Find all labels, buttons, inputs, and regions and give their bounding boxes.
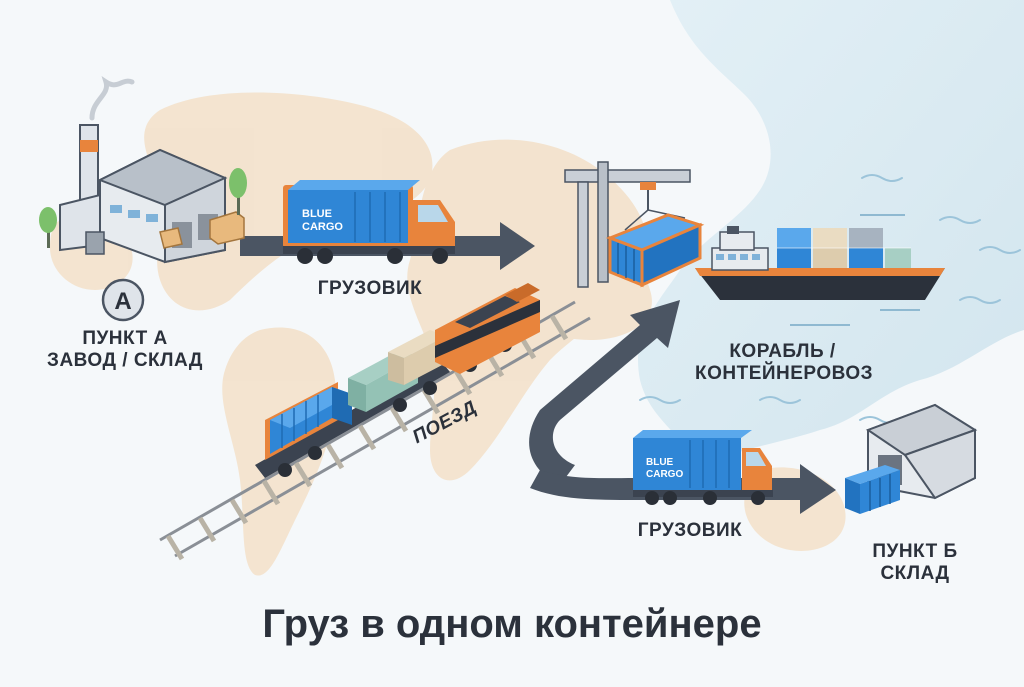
point-a-badge: A xyxy=(101,278,145,322)
gantry-crane xyxy=(564,161,705,288)
truck2-label: ГРУЗОВИК xyxy=(637,520,743,541)
point-b-line2: СКЛАД xyxy=(880,562,950,584)
truck1-brand-line1: BLUE xyxy=(302,208,332,220)
crane-container-blue xyxy=(605,213,705,288)
factory-point-a xyxy=(39,76,247,264)
warehouse-container-blue xyxy=(845,465,900,514)
train-container-blue xyxy=(265,382,352,460)
point-b-line1: ПУНКТ Б xyxy=(872,541,958,562)
truck1-label: ГРУЗОВИК xyxy=(317,278,423,299)
truck2-brand-line1: BLUE xyxy=(646,457,674,468)
train xyxy=(255,283,540,478)
ship-line1: КОРАБЛЬ / xyxy=(729,341,836,362)
container-ship xyxy=(695,226,945,300)
truck-1: BLUE CARGO xyxy=(283,180,455,264)
truck1-brand-line2: CARGO xyxy=(302,221,343,233)
warehouse-point-b xyxy=(845,403,978,514)
point-b-label: ПУНКТ Б СКЛАД xyxy=(860,541,970,585)
point-a-line1: ПУНКТ А xyxy=(82,328,168,349)
point-a-badge-letter: A xyxy=(114,288,131,315)
point-a-label: ПУНКТ А ЗАВОД / СКЛАД xyxy=(20,328,230,372)
railway-track xyxy=(159,300,591,561)
ship-motion-lines xyxy=(790,214,920,326)
route-arrow-to-ship xyxy=(529,300,680,485)
truck-2: BLUE CARGO xyxy=(633,430,773,505)
diagram-title: Груз в одном контейнере xyxy=(262,602,762,646)
ship-line2: КОНТЕЙНЕРОВОЗ xyxy=(695,362,874,384)
truck2-brand-line2: CARGO xyxy=(646,469,683,480)
ship-label: КОРАБЛЬ / КОНТЕЙНЕРОВОЗ xyxy=(695,341,874,385)
point-a-line2: ЗАВОД / СКЛАД xyxy=(47,349,203,371)
